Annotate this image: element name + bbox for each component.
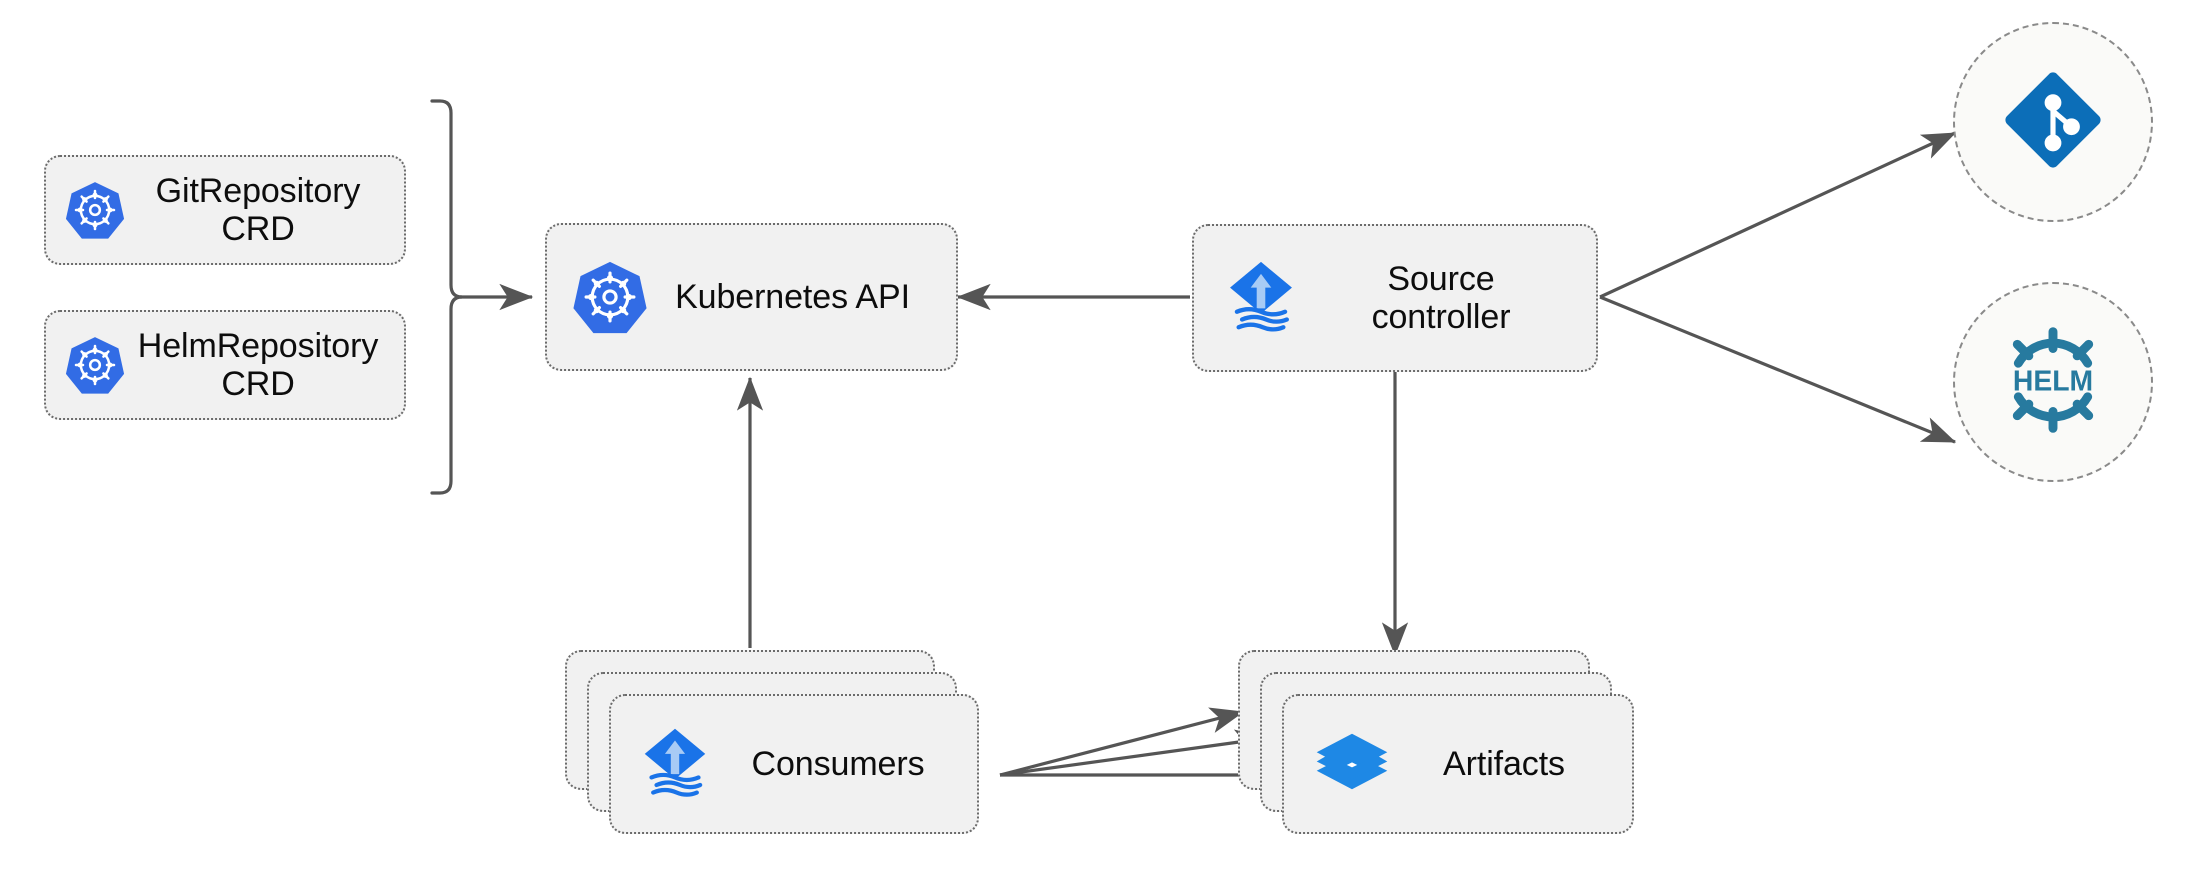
node-helm-repository-crd[interactable]: HelmRepository CRD <box>44 310 406 420</box>
node-kubernetes-api[interactable]: Kubernetes API <box>545 223 958 371</box>
git-icon <box>1997 64 2109 181</box>
node-git-repository-crd[interactable]: GitRepository CRD <box>44 155 406 265</box>
node-artifacts[interactable]: Artifacts <box>1282 694 1634 834</box>
node-label: Source controller <box>1371 259 1511 336</box>
flux-icon <box>633 722 717 806</box>
node-source-controller[interactable]: Source controller <box>1192 224 1598 372</box>
layers-icon <box>1310 722 1394 806</box>
node-label: Kubernetes API <box>675 277 910 316</box>
kubernetes-icon <box>64 334 126 396</box>
edge-source-controller-to-git <box>1599 131 1957 299</box>
edge-source-controller-to-helm <box>1599 295 1957 444</box>
node-label: Artifacts <box>1443 744 1565 783</box>
helm-wordmark: HELM <box>2013 365 2093 397</box>
kubernetes-icon <box>64 179 126 241</box>
node-label: GitRepository CRD <box>155 171 361 248</box>
node-git-source[interactable] <box>1953 22 2153 222</box>
helm-icon: HELM <box>1990 317 2116 448</box>
node-label: HelmRepository CRD <box>137 326 379 403</box>
node-helm-source[interactable]: HELM <box>1953 282 2153 482</box>
crd-group-bracket <box>430 99 534 495</box>
node-consumers[interactable]: Consumers <box>609 694 979 834</box>
kubernetes-icon <box>571 258 649 336</box>
flux-icon <box>1218 255 1304 341</box>
node-label: Consumers <box>751 744 925 783</box>
